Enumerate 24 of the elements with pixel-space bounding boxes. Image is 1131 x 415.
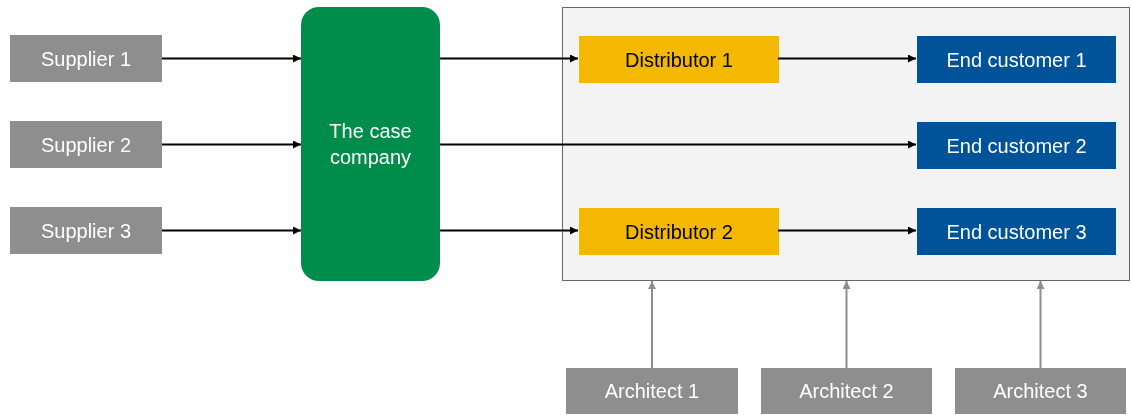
- arrow: [648, 280, 656, 369]
- process-box: End customer 2: [917, 122, 1116, 169]
- arrow: [1036, 280, 1045, 369]
- process-box: Supplier 2: [10, 121, 162, 168]
- group-panel: [562, 7, 1130, 281]
- arrow: [842, 280, 851, 369]
- process-box: Architect 2: [761, 368, 932, 414]
- process-box: End customer 1: [917, 36, 1116, 83]
- process-box: Supplier 3: [10, 207, 162, 254]
- process-box: Supplier 1: [10, 35, 162, 82]
- process-box: End customer 3: [917, 208, 1116, 255]
- process-box: Architect 1: [566, 368, 738, 414]
- process-box: Distributor 1: [579, 36, 779, 83]
- arrow: [161, 54, 302, 63]
- arrow: [161, 140, 302, 149]
- arrow: [439, 226, 579, 235]
- arrow: [161, 226, 302, 235]
- process-box: Architect 3: [955, 368, 1126, 414]
- process-box: Distributor 2: [579, 208, 779, 255]
- arrow: [439, 140, 917, 149]
- arrow: [777, 226, 917, 235]
- company-box: The case company: [301, 7, 440, 281]
- arrow: [777, 54, 917, 63]
- arrow: [439, 54, 579, 63]
